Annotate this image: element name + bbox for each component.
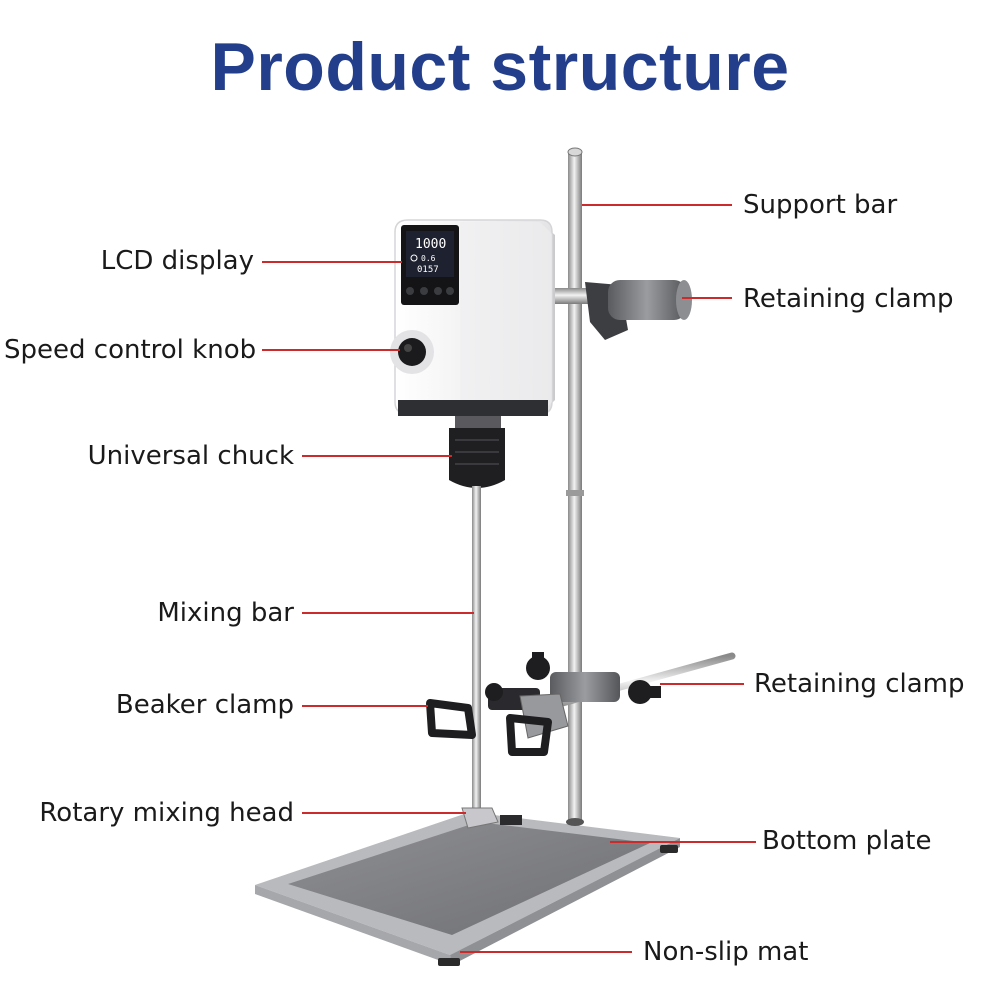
lcd-touch-button[interactable]: [420, 287, 428, 295]
lcd-touch-button[interactable]: [434, 287, 442, 295]
leader-lines: [262, 204, 756, 953]
support-bar: [566, 147, 584, 826]
lcd-touch-button[interactable]: [446, 287, 454, 295]
mixing-bar: [472, 486, 481, 812]
label-lcd-display: LCD display: [100, 246, 254, 276]
label-rotary-mixing-head: Rotary mixing head: [39, 798, 294, 828]
lcd-speed-readout: 1000: [415, 237, 446, 252]
non-slip-mat-foot: [660, 845, 678, 853]
label-beaker-clamp: Beaker clamp: [115, 690, 294, 720]
lcd-readout-line3: 0157: [417, 265, 439, 275]
label-bottom-plate: Bottom plate: [762, 826, 932, 856]
page-title: Product structure: [210, 29, 790, 105]
universal-chuck: [449, 416, 505, 488]
retaining-clamp-top: [545, 280, 692, 340]
retaining-clamp-bottom: [526, 652, 736, 716]
lcd-readout-line2: 0.6: [421, 254, 436, 263]
label-retaining-clamp-top: Retaining clamp: [743, 284, 954, 314]
label-universal-chuck: Universal chuck: [87, 441, 294, 471]
speed-control-knob[interactable]: [390, 330, 434, 374]
motor-head: 1000 0.6 0157: [390, 219, 555, 416]
label-retaining-clamp-bottom: Retaining clamp: [754, 669, 965, 699]
non-slip-mat-foot: [438, 958, 460, 966]
lcd-touch-button[interactable]: [406, 287, 414, 295]
label-speed-control-knob: Speed control knob: [4, 335, 257, 365]
bottom-plate: [255, 812, 680, 966]
beaker-clamp: [426, 683, 569, 756]
label-non-slip-mat: Non-slip mat: [643, 937, 809, 967]
label-mixing-bar: Mixing bar: [157, 598, 294, 628]
rotary-mixing-head: [461, 807, 522, 829]
label-support-bar: Support bar: [743, 190, 898, 220]
lcd-display: 1000 0.6 0157: [401, 225, 459, 305]
